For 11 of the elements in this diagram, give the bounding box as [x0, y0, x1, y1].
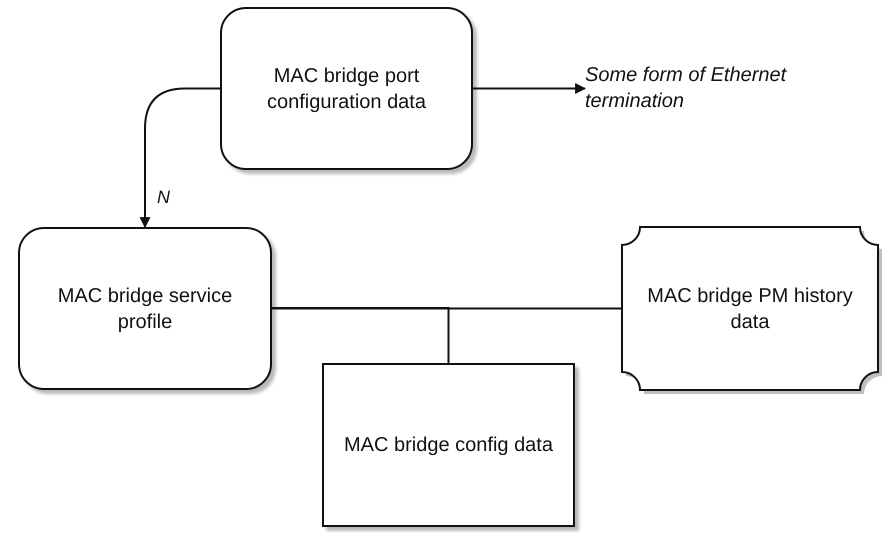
connector-line — [448, 308, 622, 363]
box-label: MAC bridge port configuration data — [266, 64, 427, 114]
note-text: Some form of Ethernet termination — [585, 63, 788, 114]
arrow — [473, 83, 586, 94]
box-label: MAC bridge config data — [344, 433, 553, 458]
edge-label: N — [157, 187, 170, 208]
box-label: MAC bridge service profile — [56, 284, 234, 334]
process-box — [220, 7, 473, 170]
process-box — [322, 363, 575, 527]
arrow — [140, 88, 220, 228]
process-box — [18, 227, 272, 390]
